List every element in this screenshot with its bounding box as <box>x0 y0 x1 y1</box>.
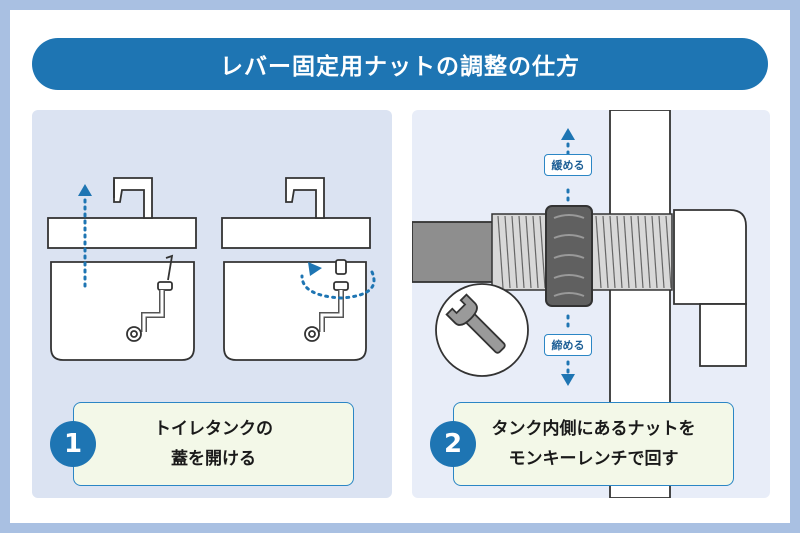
overflow-pipe <box>673 209 747 367</box>
thread-line <box>595 215 602 289</box>
step1-number-badge: 1 <box>50 421 96 467</box>
tank-right <box>221 177 371 361</box>
thread-line <box>525 215 532 289</box>
down-arrow-icon <box>561 314 575 386</box>
wrench-icon <box>435 283 529 377</box>
thread-line <box>637 215 644 289</box>
thread-line <box>539 215 546 289</box>
thread-line <box>630 215 637 289</box>
step2-text-line2: モンキーレンチで回す <box>508 449 679 469</box>
thread-line <box>511 215 518 289</box>
thread-line <box>609 215 616 289</box>
thread-line <box>665 215 672 289</box>
thread-line <box>518 215 525 289</box>
step1-text-line2: 蓋を開ける <box>171 449 256 469</box>
thread-line <box>644 215 651 289</box>
step2-panel: 緩める 締める 2 タンク内側にあるナットを モンキーレンチで回す <box>412 110 770 498</box>
rotate-arrow-icon <box>300 262 376 300</box>
loosen-label: 緩める <box>544 154 592 176</box>
thread-line <box>504 215 511 289</box>
thread-line <box>616 215 623 289</box>
page-title: レバー固定用ナットの調整の仕方 <box>32 38 768 90</box>
step2-caption: 2 タンク内側にあるナットを モンキーレンチで回す <box>430 402 734 486</box>
thread-line <box>651 215 658 289</box>
thread-line <box>658 215 665 289</box>
thread-line <box>532 215 539 289</box>
tank-left <box>47 177 197 361</box>
step1-text-line1: トイレタンクの <box>154 419 273 439</box>
step1-panel: 1 トイレタンクの 蓋を開ける <box>32 110 392 498</box>
thread-line <box>623 215 630 289</box>
thread-line <box>602 215 609 289</box>
step1-caption: 1 トイレタンクの 蓋を開ける <box>50 402 354 486</box>
lever-nut <box>545 205 593 307</box>
step2-number-badge: 2 <box>430 421 476 467</box>
step1-illustration <box>47 177 376 361</box>
up-arrow-icon <box>561 128 575 204</box>
tighten-label: 締める <box>544 334 592 356</box>
step2-text-line1: タンク内側にあるナットを <box>491 419 696 439</box>
thread-line <box>497 215 504 289</box>
up-arrow-icon <box>78 184 92 288</box>
